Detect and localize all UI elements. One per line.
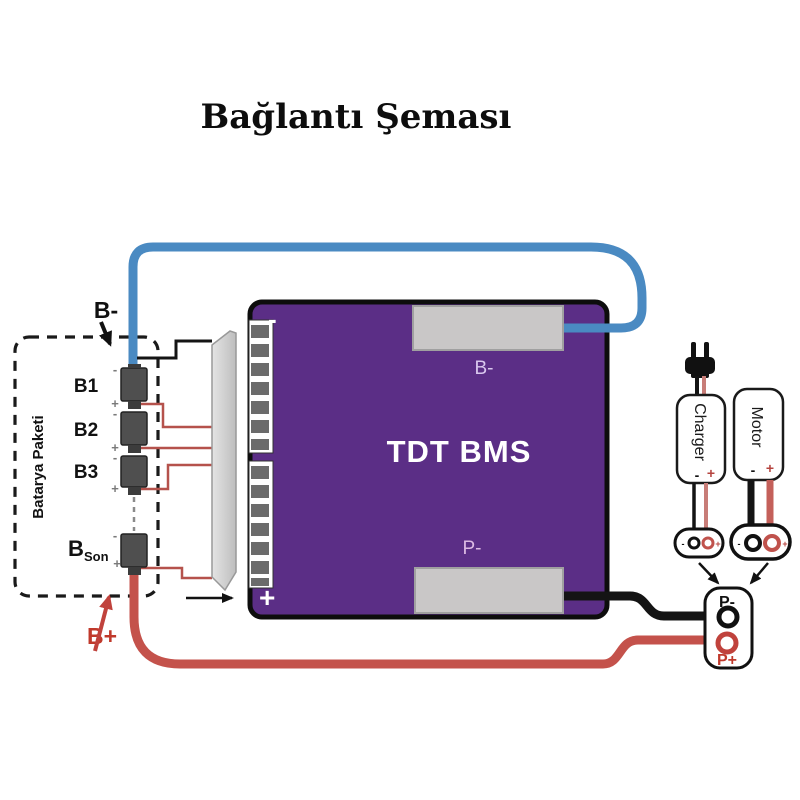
motor-connector-minus-pin [744, 534, 762, 552]
bms-name: TDT BMS [387, 434, 532, 469]
bms-minus-terminal: - [268, 304, 277, 334]
charger-plus-mark: + [707, 465, 715, 481]
svg-text:+: + [111, 396, 119, 411]
cell-b3 [120, 455, 148, 495]
motor-minus-mark: - [751, 462, 756, 478]
charger-connector-plus-pin [701, 536, 715, 550]
p-minus-wire-black [551, 591, 721, 621]
charger-block: Charger - + - + [673, 393, 727, 559]
cell-b2 [120, 411, 148, 453]
charger-label: Charger [691, 403, 708, 461]
wire-harness-strip [211, 330, 237, 592]
cell-bson-label: B [68, 536, 84, 561]
svg-text:-: - [113, 406, 117, 421]
charger-connector-plus-mark: + [715, 539, 720, 549]
motor-block: Motor - + - + [729, 387, 792, 561]
battery-cells [120, 364, 148, 575]
bms-board-body [247, 299, 610, 620]
ac-plug-icon [685, 342, 715, 396]
bms-balance-connector [248, 319, 274, 589]
pack-negative-sense-wire [137, 339, 212, 360]
bms-board [247, 299, 610, 620]
charger-to-output-arrow-icon [698, 562, 720, 585]
output-p-plus-pin [715, 631, 739, 655]
charger-connector-minus-mark: - [682, 539, 685, 549]
svg-text:-: - [113, 528, 117, 543]
balance-wires [140, 402, 212, 580]
motor-label: Motor [748, 407, 765, 449]
cell-polarity-marks: - + - + - + - + [111, 362, 121, 571]
cell-b1-label: B1 [74, 376, 99, 397]
b-minus-pad [412, 305, 564, 351]
p-minus-pad [414, 567, 564, 614]
output-p-plus-label: P+ [717, 652, 737, 669]
cell-bson-subscript: Son [84, 549, 109, 564]
diagram-title: Bağlantı Şeması [201, 97, 512, 137]
output-connector: P- P+ [703, 586, 754, 670]
motor-connector-plus-mark: + [782, 539, 787, 549]
bms-b-minus-pad-label: B- [475, 358, 494, 379]
charger-box [675, 393, 727, 485]
svg-text:-: - [113, 450, 117, 465]
motor-plus-mark: + [766, 460, 774, 476]
svg-text:+: + [113, 556, 121, 571]
charger-minus-mark: - [695, 467, 700, 483]
b-minus-arrow-icon [98, 321, 112, 347]
svg-text:+: + [111, 481, 119, 496]
motor-to-output-arrow-icon [749, 562, 769, 585]
cell-b1 [120, 364, 148, 409]
battery-pack-outline [13, 335, 160, 598]
battery-pack-label: Batarya Paketi [30, 415, 47, 518]
connector-pins [251, 325, 269, 586]
b-plus-wire-red [129, 562, 719, 669]
b-plus-arrow-icon [93, 594, 113, 652]
cell-b2-label: B2 [74, 420, 98, 441]
motor-connector-plus-pin [763, 534, 781, 552]
bms-p-minus-pad-label: P- [463, 538, 482, 559]
svg-text:+: + [111, 440, 119, 455]
motor-box [732, 387, 785, 482]
output-p-minus-pin [716, 605, 740, 629]
cell-bson [120, 533, 148, 575]
b-minus-wire-blue [128, 242, 647, 376]
charger-connector-minus-pin [687, 536, 701, 550]
b-minus-label: B- [94, 297, 118, 323]
cell-b3-label: B3 [74, 462, 98, 483]
svg-text:-: - [113, 362, 117, 377]
bms-plus-terminal: + [259, 582, 275, 613]
motor-connector-minus-mark: - [738, 539, 741, 549]
